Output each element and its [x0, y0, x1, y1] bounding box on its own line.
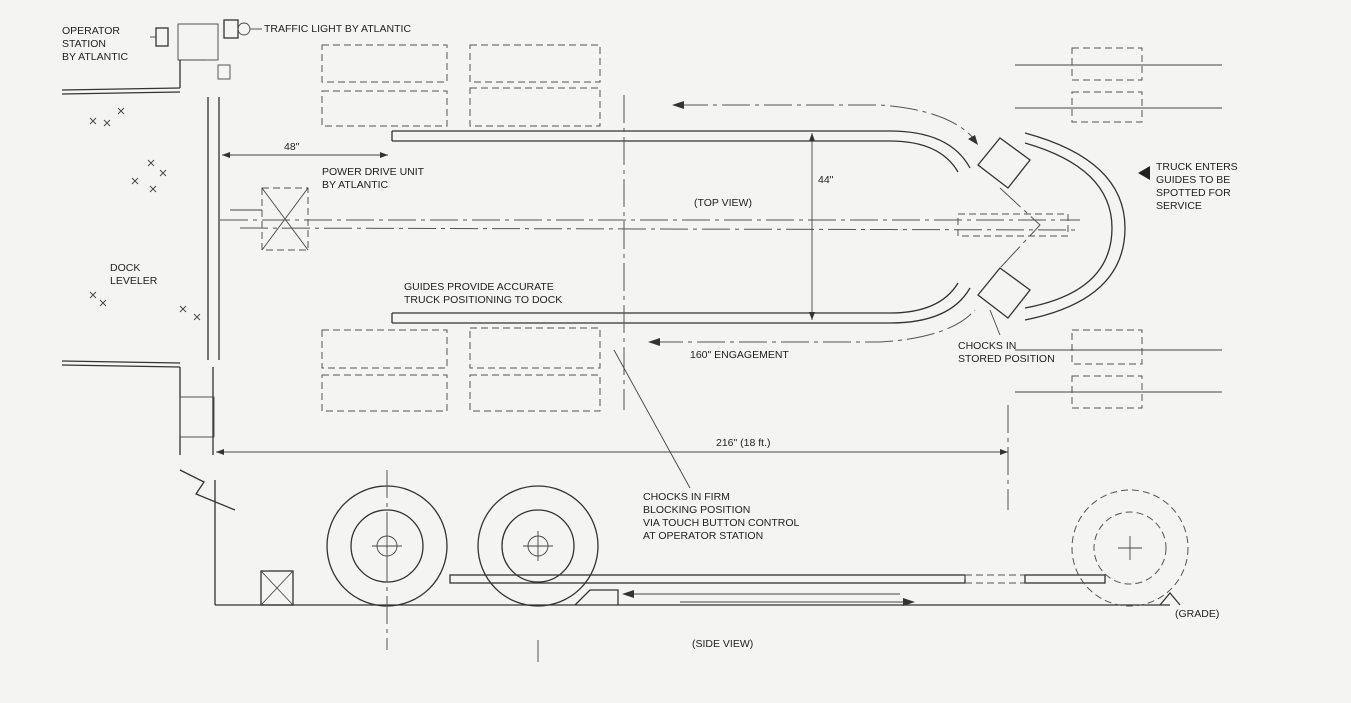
side-view-label: (SIDE VIEW) — [692, 638, 753, 650]
building-wall — [61, 23, 220, 455]
dimension-44 — [809, 133, 815, 320]
power-drive-unit — [230, 187, 309, 251]
dimension-44-label: 44" — [818, 174, 834, 186]
traffic-light-icon — [223, 19, 262, 39]
operator-station-label: OPERATOR STATION BY ATLANTIC — [62, 25, 129, 63]
chocks-firm-leader — [613, 349, 691, 489]
break-line — [179, 469, 236, 511]
operator-station-icon — [150, 27, 231, 80]
engagement-label: 160" ENGAGEMENT — [690, 349, 789, 361]
travel-arrow-upper — [672, 101, 978, 145]
chock-diamonds — [977, 137, 1031, 319]
dock-leveler-label: DOCK LEVELER — [110, 262, 158, 287]
dock-leveler-hatch — [89, 107, 201, 321]
chock-track — [449, 574, 1106, 606]
guide-rails — [391, 130, 1126, 324]
traffic-light-label: TRAFFIC LIGHT BY ATLANTIC — [264, 23, 411, 35]
truck-enters-label: TRUCK ENTERS GUIDES TO BE SPOTTED FOR SE… — [1156, 161, 1241, 212]
top-view: OPERATOR STATION BY ATLANTIC TRAFFIC LIG… — [61, 19, 1241, 510]
chocks-stored-leader — [989, 309, 1001, 336]
side-view: CHOCKS IN FIRM BLOCKING POSITION VIA TOU… — [179, 349, 1219, 662]
grade-label: (GRADE) — [1175, 608, 1219, 620]
top-view-label: (TOP VIEW) — [694, 197, 752, 209]
guides-label: GUIDES PROVIDE ACCURATE TRUCK POSITIONIN… — [404, 281, 562, 306]
truck-wheel-dashed — [1071, 489, 1189, 607]
truck-enters-arrow-icon — [1138, 166, 1150, 180]
power-drive-box — [260, 570, 294, 606]
chocks-stored-label: CHOCKS IN STORED POSITION — [958, 340, 1055, 365]
truck-wheel-front — [477, 485, 599, 607]
chocks-firm-label: CHOCKS IN FIRM BLOCKING POSITION VIA TOU… — [643, 491, 802, 542]
dimension-216-label: 216" (18 ft.) — [716, 437, 771, 449]
dimension-48 — [222, 152, 388, 158]
parking-pads — [321, 44, 1222, 412]
dimension-216 — [216, 449, 1008, 455]
centerlines — [220, 95, 1081, 510]
travel-arrow-lower — [648, 309, 976, 346]
side-travel-arrows — [622, 590, 915, 606]
power-drive-label: POWER DRIVE UNIT BY ATLANTIC — [322, 166, 427, 191]
dimension-48-label: 48" — [284, 141, 300, 153]
